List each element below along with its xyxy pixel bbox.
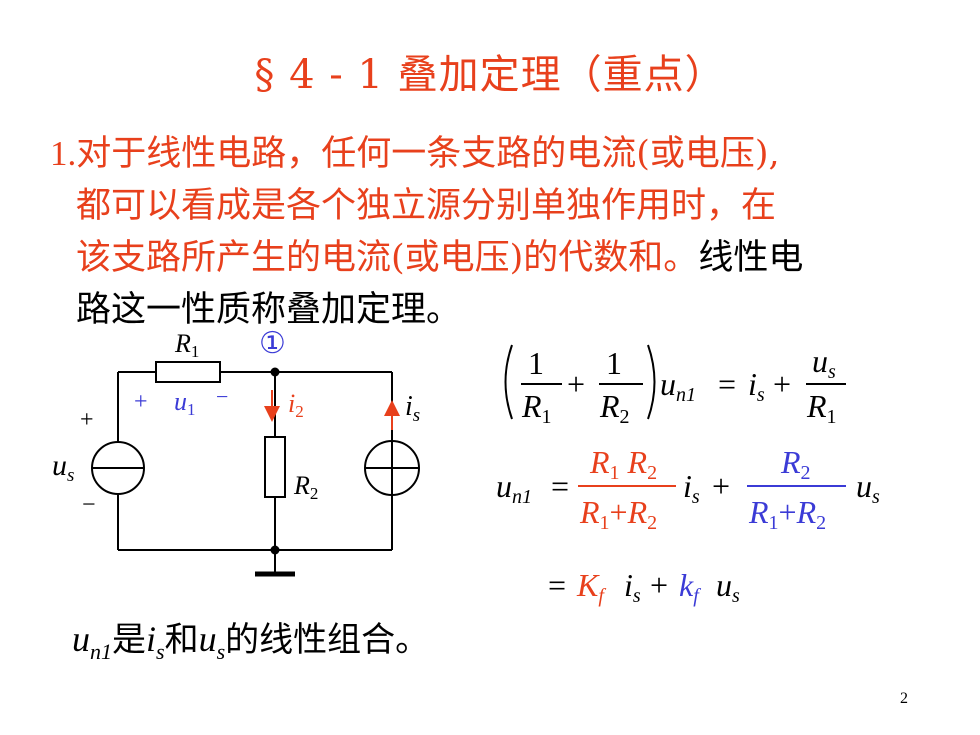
svg-text:kf: kf — [679, 567, 701, 607]
label-i2: i2 — [288, 389, 304, 421]
svg-text:is: is — [683, 468, 700, 508]
para-line-2: 都可以看成是各个独立源分别单独作用时，在 — [76, 186, 777, 226]
label-us-minus: − — [82, 492, 96, 518]
svg-text:R1 R2: R1 R2 — [589, 444, 657, 484]
svg-text:+: + — [773, 366, 791, 402]
node-dot-top — [270, 367, 280, 377]
para-line-1: 1.对于线性电路，任何一条支路的电流(或电压), — [50, 128, 930, 180]
svg-text:=: = — [548, 567, 566, 603]
svg-text:1: 1 — [606, 345, 622, 381]
svg-text:R1: R1 — [806, 388, 837, 428]
label-us-plus: + — [80, 407, 94, 433]
svg-text:is: is — [748, 366, 765, 406]
page-number: 2 — [900, 690, 908, 707]
svg-text:R1+R2: R1+R2 — [748, 494, 826, 534]
circuit-diagram — [91, 361, 420, 573]
label-u1-minus: − — [216, 384, 228, 409]
svg-text:us: us — [716, 567, 740, 607]
para-text-3-tail: 线性电 — [698, 238, 804, 278]
para-text-1: 对于线性电路，任何一条支路的电流(或电压), — [76, 134, 780, 174]
svg-text:+: + — [650, 567, 668, 603]
svg-text:+: + — [712, 468, 730, 504]
svg-text:us: us — [812, 343, 836, 383]
para-text-3: 该支路所产生的电流(或电压)的代数和。 — [76, 238, 699, 278]
slide-title: § 4 - 1 叠加定理（重点） — [254, 52, 726, 98]
svg-text:us: us — [856, 468, 880, 508]
para-line-3: 该支路所产生的电流(或电压)的代数和。线性电 — [50, 232, 930, 284]
svg-text:un1: un1 — [496, 468, 532, 508]
label-r2: R2 — [293, 471, 318, 503]
equation-3: = Kf is + kf us — [548, 567, 740, 607]
caption: un1是is和us的线性组合。 — [72, 619, 430, 664]
resistor-r2 — [264, 436, 286, 498]
node-dot-bottom — [270, 545, 280, 555]
svg-text:R2: R2 — [599, 388, 630, 428]
para-line-4: 路这一性质称叠加定理。 — [76, 290, 462, 330]
svg-text:=: = — [718, 366, 736, 402]
svg-text:1: 1 — [528, 345, 544, 381]
label-is: is — [405, 391, 420, 426]
svg-text:R1+R2: R1+R2 — [579, 494, 657, 534]
svg-text:=: = — [551, 468, 569, 504]
label-r1: R1 — [174, 329, 199, 361]
equation-1: 1 R1 + 1 R2 un1 = is + us R1 — [504, 343, 846, 428]
svg-text:is: is — [624, 567, 641, 607]
label-us: us — [52, 449, 74, 486]
svg-text:un1: un1 — [660, 366, 696, 406]
svg-text:+: + — [567, 366, 585, 402]
para-number: 1. — [50, 134, 77, 173]
resistor-r1 — [155, 361, 221, 383]
label-u1: u1 — [174, 387, 196, 419]
svg-text:R1: R1 — [521, 388, 552, 428]
theorem-paragraph: 1.对于线性电路，任何一条支路的电流(或电压), 都可以看成是各个独立源分别单独… — [50, 128, 930, 336]
equation-2: un1 = R1 R2 R1+R2 is + R2 R1+R2 us — [496, 444, 880, 534]
svg-text:Kf: Kf — [576, 567, 606, 607]
label-u1-plus: + — [134, 389, 148, 415]
node-1-label: ① — [259, 326, 286, 361]
svg-text:R2: R2 — [780, 444, 811, 484]
